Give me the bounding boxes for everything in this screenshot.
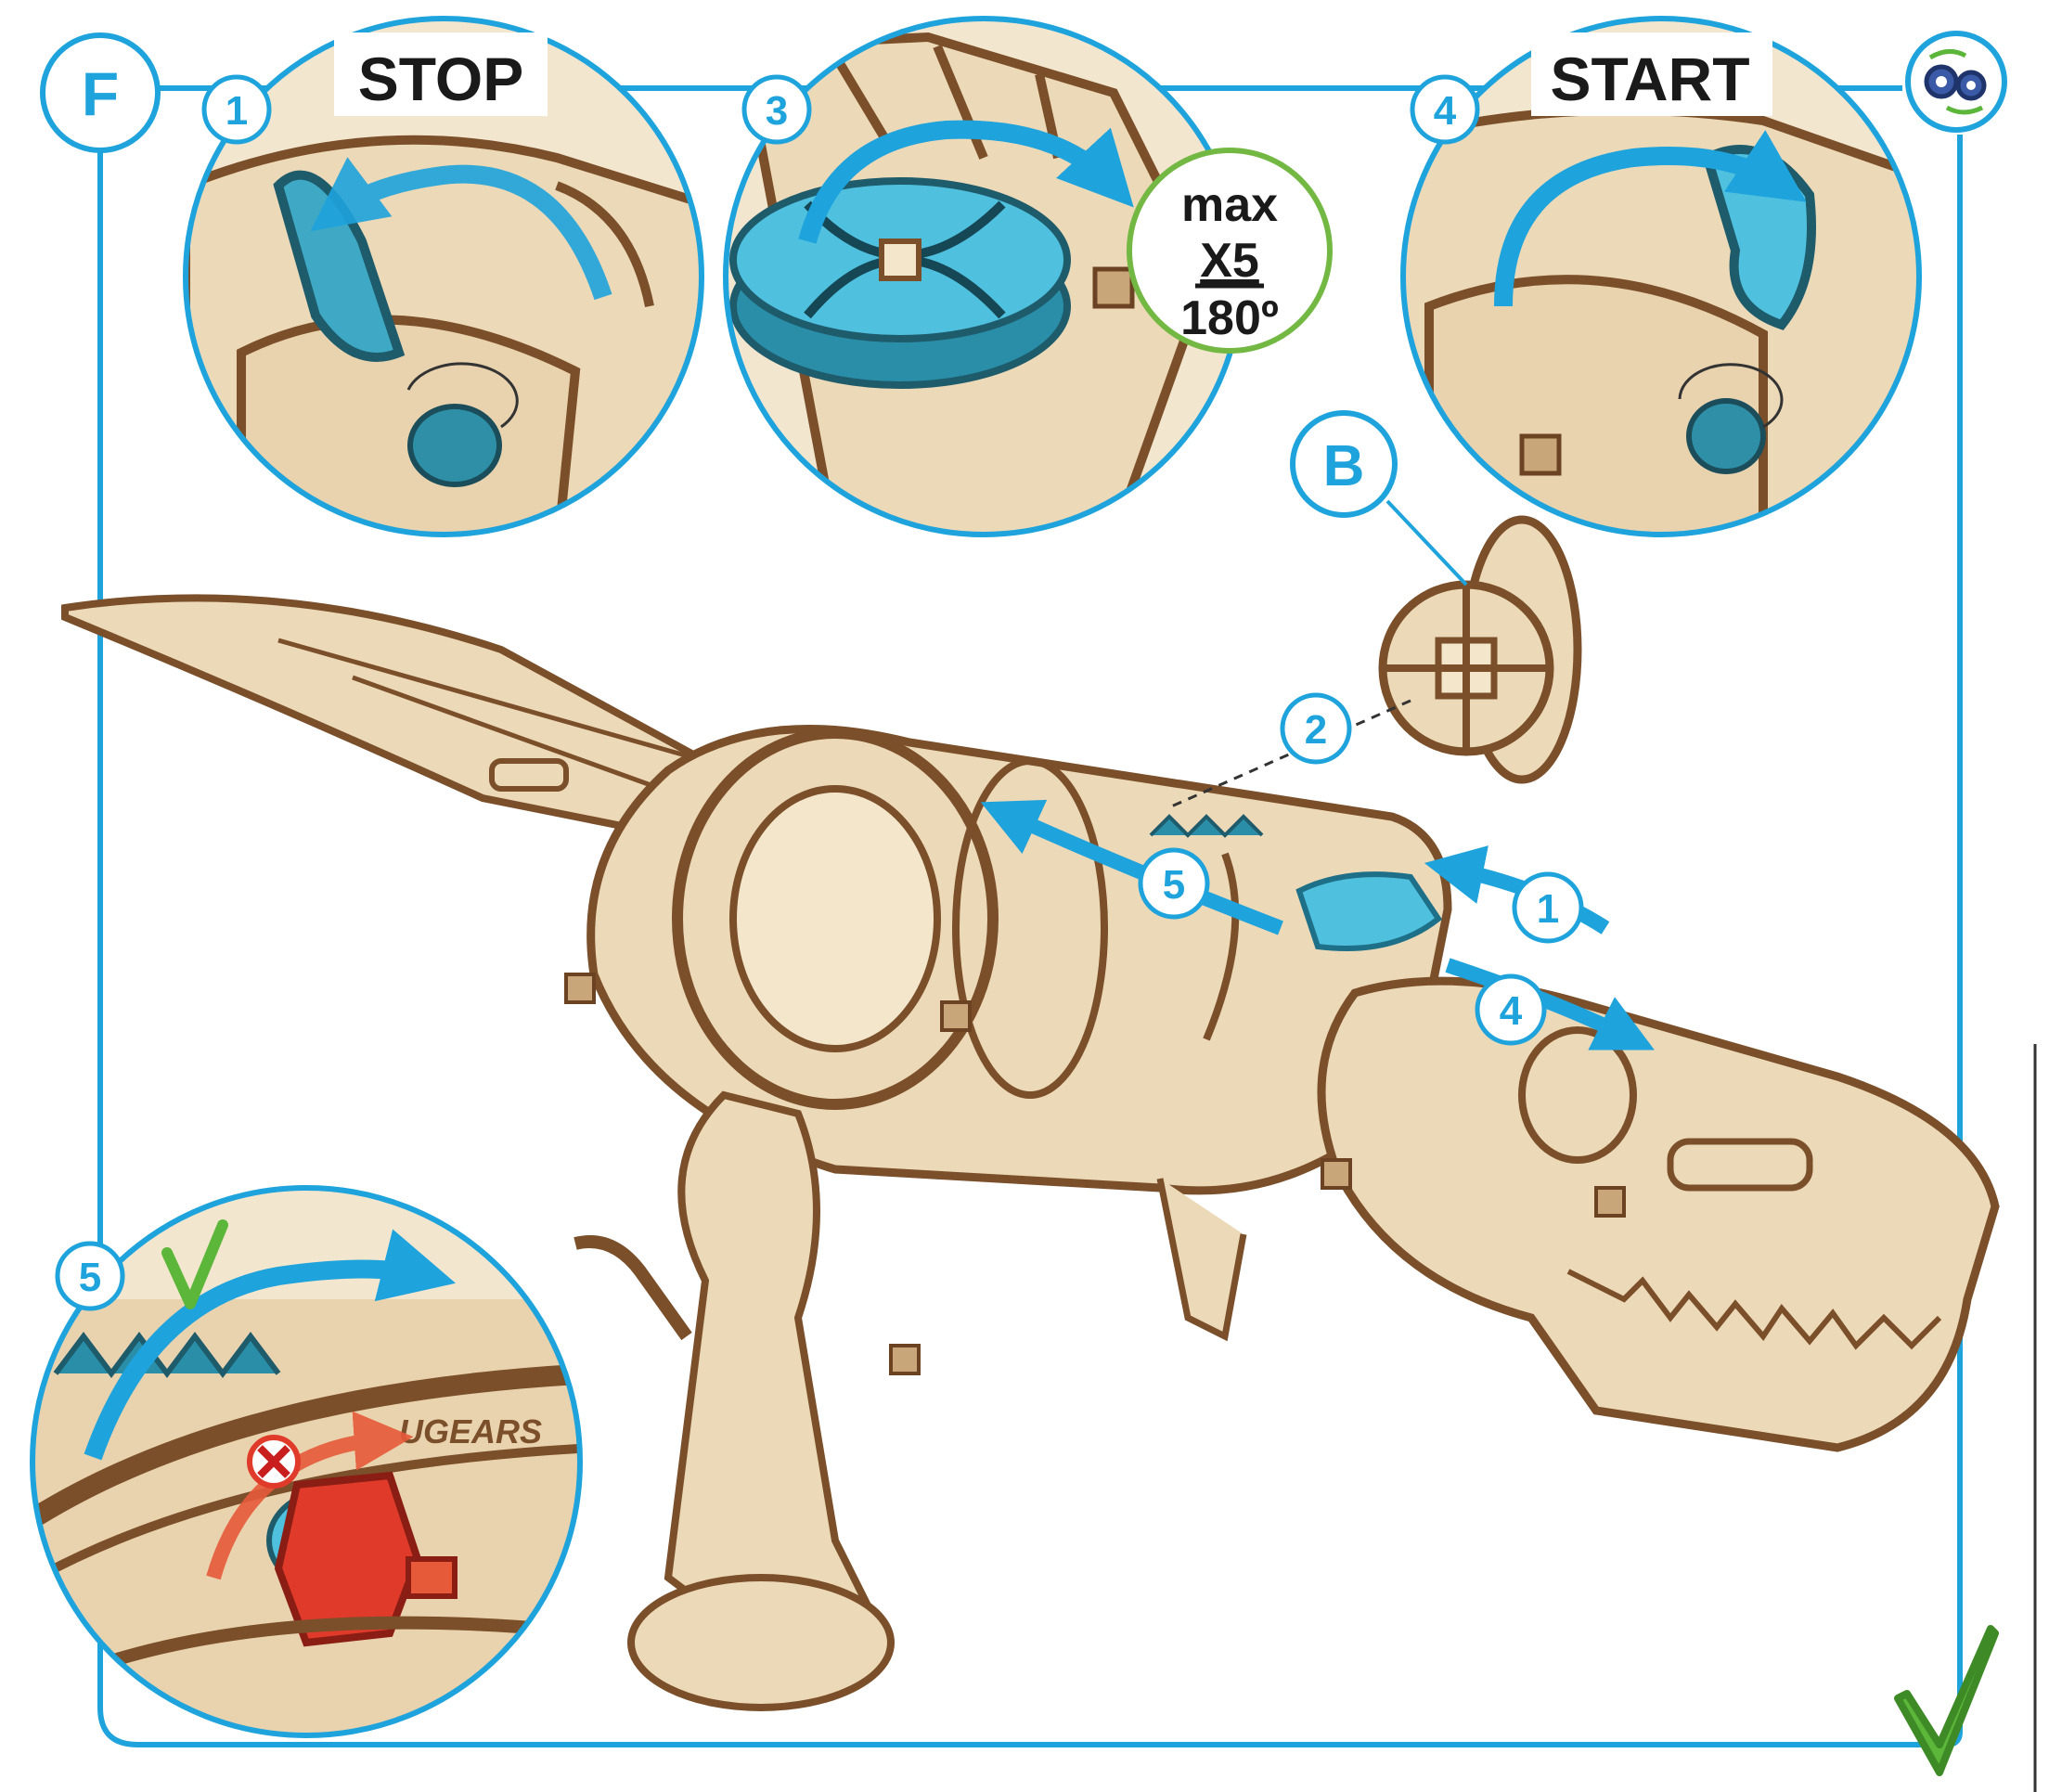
page-letter-badge: F bbox=[43, 35, 158, 150]
step-badge-stop: 1 bbox=[204, 77, 269, 142]
limit-line2: X5 bbox=[1200, 234, 1259, 288]
part-b-leader-line bbox=[1387, 501, 1466, 585]
step-number: 1 bbox=[1537, 886, 1559, 932]
part-label: B bbox=[1323, 434, 1365, 498]
checkmark-icon bbox=[1898, 1629, 1995, 1773]
limit-line3: 180º bbox=[1180, 291, 1279, 345]
winding-limit-badge: max X5 180º bbox=[1129, 150, 1330, 351]
step-number: 4 bbox=[1500, 988, 1523, 1034]
step-badge-check: 5 bbox=[58, 1244, 122, 1309]
insert-step-number: 2 bbox=[1305, 707, 1327, 753]
part-b-illustration bbox=[1383, 520, 1578, 780]
cross-icon bbox=[250, 1437, 298, 1486]
limit-line1: max bbox=[1181, 178, 1278, 232]
check-brand-text: UGEARS bbox=[399, 1412, 542, 1450]
step-number: 5 bbox=[79, 1255, 101, 1300]
model-step-badge-c: 5 bbox=[1140, 850, 1207, 917]
start-title: START bbox=[1550, 45, 1749, 113]
step-number: 3 bbox=[766, 88, 788, 134]
stop-title: STOP bbox=[358, 45, 524, 113]
step-number: 5 bbox=[1163, 862, 1185, 908]
model-step-badge-a: 1 bbox=[1514, 874, 1581, 941]
gears-icon bbox=[1908, 33, 2004, 130]
model-step-badge-b: 4 bbox=[1477, 976, 1544, 1043]
page-letter: F bbox=[82, 59, 119, 128]
step-badge-wind: 3 bbox=[744, 77, 809, 142]
insert-step-badge: 2 bbox=[1282, 695, 1349, 762]
step-number: 1 bbox=[226, 88, 248, 134]
part-b-badge: B bbox=[1293, 413, 1395, 515]
step-badge-start: 4 bbox=[1412, 77, 1477, 142]
step-number: 4 bbox=[1434, 88, 1457, 134]
